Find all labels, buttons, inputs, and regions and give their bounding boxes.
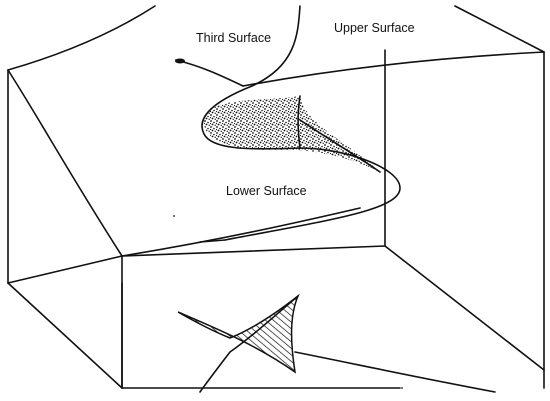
- box-bottom-left-edge: [7, 282, 123, 389]
- label-upper-surface: Upper Surface: [334, 21, 415, 35]
- fold-tail: [199, 239, 226, 243]
- box-frame: [7, 49, 545, 389]
- base-projection: [177, 293, 496, 393]
- surface-front-edge: [121, 207, 361, 257]
- surface-left-fold: [7, 69, 123, 257]
- surface-far-edge: [242, 51, 545, 87]
- lip-mark: [175, 58, 185, 64]
- surface-right-top-edge: [454, 5, 545, 53]
- fold-crease-line: [299, 119, 381, 173]
- upper-surface-sheet: [7, 5, 545, 389]
- projection-left-line: [199, 295, 299, 393]
- fold-s-curve: [201, 5, 401, 241]
- box-right-diagonal: [384, 245, 545, 371]
- dot-mark: [401, 387, 403, 389]
- label-third-surface: Third Surface: [196, 31, 271, 45]
- fold-curve: [175, 5, 401, 243]
- stippled-fold-region: [203, 96, 380, 172]
- fold-inner-line: [297, 95, 301, 149]
- surface-left-top-edge: [7, 5, 156, 71]
- box-back-left-edge: [7, 255, 123, 284]
- hatched-cusp-region: [177, 293, 300, 374]
- third-surface-lip: [175, 59, 244, 87]
- label-lower-surface: Lower Surface: [226, 184, 307, 198]
- dot-mark: [173, 215, 175, 217]
- box-top-front-edge: [121, 245, 386, 257]
- projection-right-line: [294, 351, 496, 393]
